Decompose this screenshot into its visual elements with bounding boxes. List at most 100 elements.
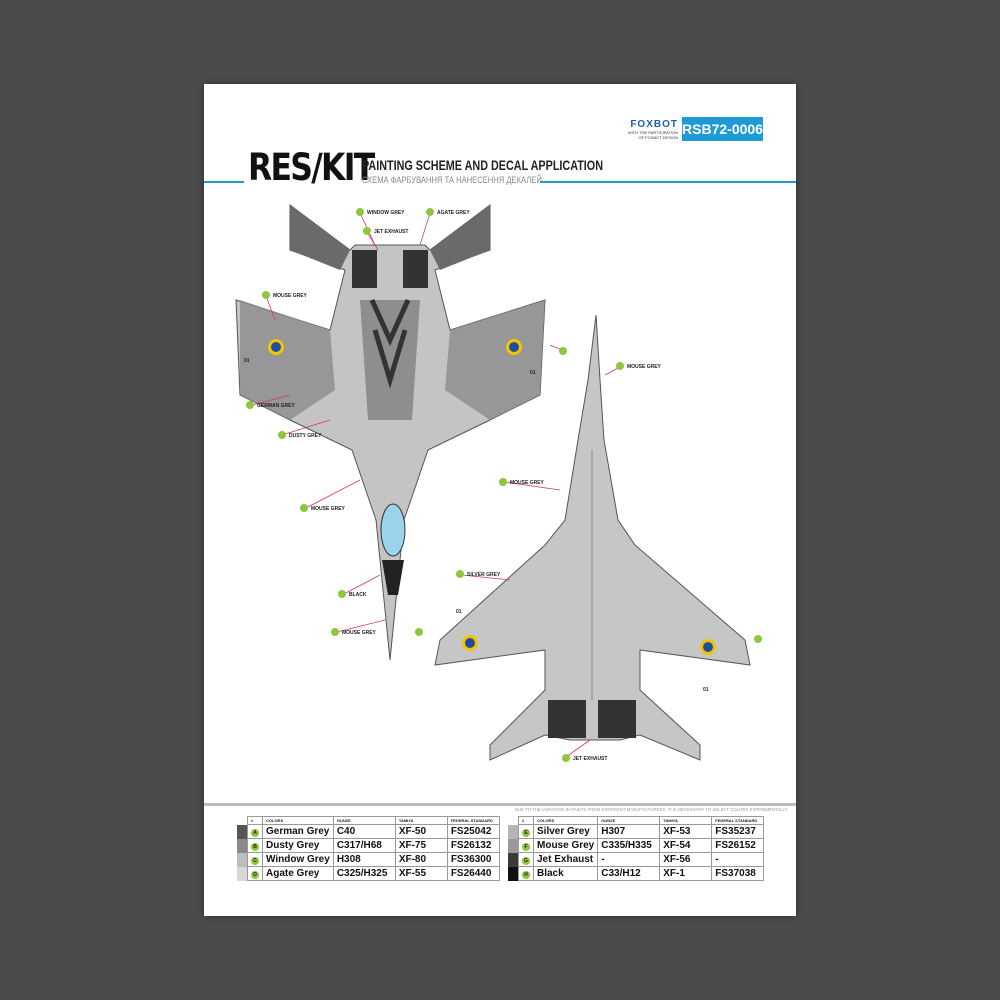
color-letter-badge: G [522,857,530,865]
callout: MOUSE GREY [627,364,662,370]
page-subtitle: СХЕМА ФАРБУВАННЯ ТА НАНЕСЕННЯ ДЕКАЛЕЙ [362,175,542,186]
partner-note: WITH THE PARTICIPATION [627,130,678,135]
table-cell: H307 [597,824,661,839]
table-cell: FS36300 [446,852,500,867]
callout: GERMAN GREY [257,403,295,409]
table-cell: H308 [332,852,396,867]
table-cell: Agate Grey [262,866,334,881]
table-cell: FS26132 [446,838,500,853]
table-cell: FS25042 [446,824,500,839]
callout: SILVER GREY [467,572,501,578]
table-cell: XF-50 [394,824,448,839]
aircraft-top-view [235,204,546,661]
color-letter-badge: B [251,843,259,851]
callout: DUSTY GREY [289,433,322,439]
aircraft-bottom-view [434,314,751,761]
header-rule-left [204,181,244,183]
table-cell: Black [532,866,599,881]
footer-divider [204,803,796,806]
table-cell: - [597,852,661,867]
table-cell: XF-56 [659,852,713,867]
table-cell: C317/H68 [332,838,396,853]
callout: MOUSE GREY [311,506,346,512]
table-cell: FS37038 [711,866,765,881]
callout: 01 [530,370,536,376]
color-swatch [508,866,519,881]
color-swatch [508,852,519,867]
table-cell: C33/H12 [597,866,661,881]
callout: JET EXHAUST [573,756,607,762]
table-cell: Jet Exhaust [532,852,599,867]
table-cell: Window Grey [262,852,334,867]
table-cell: Dusty Grey [262,838,334,853]
table-cell: Mouse Grey [532,838,599,853]
color-letter-badge: D [251,871,259,879]
table-cell: XF-1 [659,866,713,881]
color-letter-badge: F [522,843,530,851]
table-cell: XF-80 [394,852,448,867]
table-cell: XF-75 [394,838,448,853]
color-swatch [237,852,248,867]
page-title: PAINTING SCHEME AND DECAL APPLICATION [362,158,604,173]
table-cell: FS26152 [711,838,765,853]
column-header: TAMIYA [394,816,448,825]
product-code-badge: RSB72-0006 [682,117,763,141]
callout: MOUSE GREY [342,630,377,636]
callout: MOUSE GREY [510,480,545,486]
column-header: GUNZE [332,816,396,825]
table-cell: German Grey [262,824,334,839]
column-header: TAMIYA [659,816,713,825]
callout: BLACK [349,592,367,598]
column-header: COLORS [532,816,599,825]
color-swatch [237,866,248,881]
table-cell: Silver Grey [532,824,599,839]
column-header: FEDERAL STANDARD [711,816,765,825]
callout: AGATE GREY [437,210,470,216]
table-cell: FS26440 [446,866,500,881]
color-swatch [508,838,519,853]
header-rule-right [540,181,796,183]
callouts [251,212,621,758]
partner-name: FOXBOT [630,119,678,130]
callout: 01 [703,687,709,693]
column-header: FEDERAL STANDARD [446,816,500,825]
column-header: COLORS [262,816,334,825]
callout: 01 [456,609,462,615]
table-cell: XF-54 [659,838,713,853]
reskit-logo: RES/KIT [248,146,375,189]
color-letter-badge: H [522,871,530,879]
partner-logo: FOXBOT WITH THE PARTICIPATION OF FOXBOT … [618,119,678,140]
column-header: # [247,816,263,825]
table-cell: XF-55 [394,866,448,881]
color-swatch [237,824,248,839]
callout: WINDOW GREY [367,210,405,216]
column-header: GUNZE [597,816,661,825]
callout-labels: WINDOW GREY AGATE GREY JET EXHAUST MOUSE… [244,208,762,762]
color-letter-badge: A [251,829,259,837]
table-cell: C335/H335 [597,838,661,853]
table-cell: - [711,852,765,867]
column-header: # [518,816,534,825]
color-swatch [237,838,248,853]
callout: MOUSE GREY [273,293,308,299]
color-letter-badge: E [522,829,530,837]
callout: 01 [244,358,250,364]
color-letter-badge: C [251,857,259,865]
table-cell: C325/H325 [332,866,396,881]
color-swatch [508,824,519,839]
color-note: DUE TO THE VARIATION IN PAINTS FROM DIFF… [515,807,789,812]
partner-note: OF FOXBOT DESIGN [638,135,679,140]
table-cell: C40 [332,824,396,839]
callout: JET EXHAUST [374,229,408,235]
table-cell: FS35237 [711,824,765,839]
